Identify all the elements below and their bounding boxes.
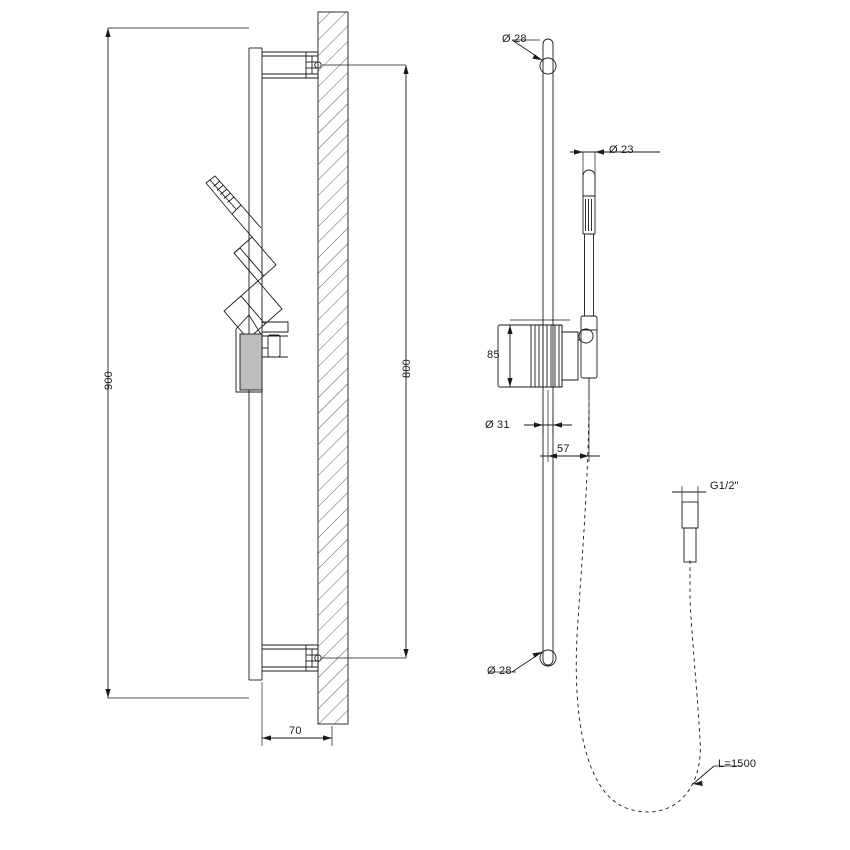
- handshower-handle: [223, 236, 283, 340]
- label-dim-85: 85: [487, 349, 500, 361]
- hose-connector: [681, 501, 699, 563]
- label-dia-28-top: Ø 28: [502, 33, 527, 45]
- wall-section: [317, 11, 349, 725]
- label-depth-70: 70: [289, 725, 302, 737]
- label-dia-23: Ø 23: [609, 144, 634, 156]
- label-hose-length: L=1500: [718, 758, 757, 770]
- leader-hose-length: [692, 765, 715, 785]
- top-bracket: [262, 51, 319, 79]
- bottom-wall-mount: [539, 649, 557, 667]
- rail-slider-holder: [235, 314, 289, 393]
- shower-hose: [575, 395, 701, 813]
- handshower-head: [205, 175, 262, 238]
- rail-slider-holder-front: [497, 324, 594, 388]
- label-thread-g12: G1/2": [710, 480, 739, 492]
- bottom-bracket: [262, 644, 319, 672]
- label-height-900: 900: [103, 371, 115, 390]
- label-dia-31: Ø 31: [485, 419, 510, 431]
- label-height-800: 800: [401, 359, 413, 378]
- label-dia-28-bottom: Ø 28: [487, 665, 512, 677]
- label-dim-57: 57: [557, 443, 570, 455]
- top-wall-mount: [539, 57, 557, 75]
- handshower-front: [580, 169, 598, 396]
